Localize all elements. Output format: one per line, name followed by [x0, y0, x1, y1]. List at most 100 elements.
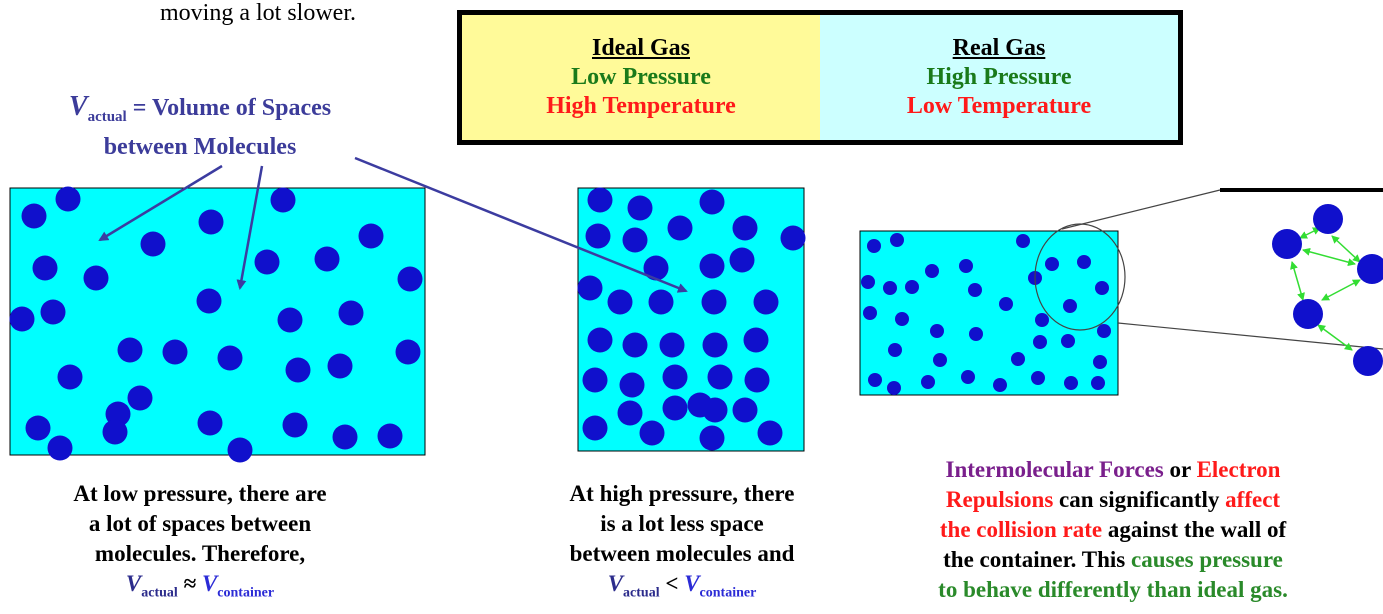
molecule — [780, 225, 806, 251]
molecule — [1011, 352, 1025, 366]
molecule — [1097, 324, 1111, 338]
molecule — [1093, 355, 1107, 369]
molecule — [757, 420, 783, 446]
force-arrows — [1290, 227, 1361, 351]
molecule — [1091, 376, 1105, 390]
molecule — [868, 373, 882, 387]
force-arrow — [1321, 279, 1361, 301]
molecule — [1077, 255, 1091, 269]
molecule — [648, 289, 674, 315]
molecule — [1313, 204, 1343, 234]
molecule — [619, 372, 645, 398]
ideal-gas-temperature: High Temperature — [546, 93, 736, 119]
molecule — [968, 283, 982, 297]
molecule — [888, 343, 902, 357]
molecule — [887, 381, 901, 395]
molecule — [21, 203, 47, 229]
molecule — [40, 299, 66, 325]
molecule — [1064, 376, 1078, 390]
real-gas-column: Real Gas High Pressure Low Temperature — [820, 15, 1178, 140]
molecule — [585, 223, 611, 249]
molecule — [959, 259, 973, 273]
molecule — [861, 275, 875, 289]
molecule — [9, 306, 35, 332]
real-gas-pressure: High Pressure — [926, 64, 1072, 90]
ideal-gas-title: Ideal Gas — [591, 35, 690, 61]
caption-real-gas: Intermolecular Forces or Electron Repuls… — [938, 457, 1288, 602]
molecule — [587, 327, 613, 353]
gas-comparison-table: Ideal Gas Low Pressure High Temperature … — [457, 10, 1183, 145]
molecule — [127, 385, 153, 411]
molecule — [707, 364, 733, 390]
vactual-label-line1: Vactual = Volume of Spaces — [68, 91, 332, 125]
molecule — [32, 255, 58, 281]
caption-low-pressure: At low pressure, there are a lot of spac… — [0, 479, 400, 609]
top-text: moving a lot slower. — [160, 0, 356, 26]
molecule — [227, 437, 253, 463]
molecule — [197, 410, 223, 436]
molecule — [577, 275, 603, 301]
molecule — [277, 307, 303, 333]
molecule — [377, 423, 403, 449]
molecule — [1063, 299, 1077, 313]
molecule — [933, 353, 947, 367]
molecule — [890, 233, 904, 247]
force-arrow — [1299, 227, 1321, 239]
molecule — [729, 247, 755, 273]
molecule — [702, 332, 728, 358]
molecule — [1357, 254, 1383, 284]
molecule — [662, 395, 688, 421]
zoom-line-top — [1061, 189, 1221, 230]
molecule — [627, 195, 653, 221]
molecule — [622, 332, 648, 358]
molecule — [622, 227, 648, 253]
molecule — [47, 435, 73, 461]
molecule — [905, 280, 919, 294]
molecule — [1033, 335, 1047, 349]
molecule — [1293, 299, 1323, 329]
molecule — [699, 425, 725, 451]
force-arrow — [1331, 235, 1361, 263]
molecule — [732, 215, 758, 241]
molecule — [607, 289, 633, 315]
molecule — [338, 300, 364, 326]
molecule — [582, 415, 608, 441]
molecule — [921, 375, 935, 389]
force-arrow — [1317, 324, 1353, 351]
molecule — [1095, 281, 1109, 295]
real-gas-molecules — [861, 233, 1111, 395]
caption-low-equation: Vactual ≈ Vcontainer — [125, 571, 275, 601]
molecule — [140, 231, 166, 257]
zoom-line-bottom — [1117, 322, 1383, 350]
molecule — [397, 266, 423, 292]
molecule — [1016, 234, 1030, 248]
molecule — [314, 246, 340, 272]
molecule — [587, 187, 613, 213]
molecule — [1353, 346, 1383, 376]
molecule — [744, 367, 770, 393]
caption-high-equation: Vactual < Vcontainer — [607, 571, 757, 601]
molecule — [863, 306, 877, 320]
molecule — [102, 419, 128, 445]
high-pressure-molecules — [577, 187, 806, 451]
vactual-arrow-right — [354, 156, 688, 293]
molecule — [617, 400, 643, 426]
real-gas-temperature: Low Temperature — [906, 93, 1092, 119]
molecule — [699, 189, 725, 215]
caption-high-pressure: At high pressure, there is a lot less sp… — [532, 479, 832, 609]
molecule — [83, 265, 109, 291]
molecule — [699, 253, 725, 279]
molecule — [743, 327, 769, 353]
molecule — [270, 187, 296, 213]
molecule — [667, 215, 693, 241]
molecule — [639, 420, 665, 446]
molecule — [662, 364, 688, 390]
molecule — [961, 370, 975, 384]
real-gas-title: Real Gas — [952, 35, 1046, 61]
molecule — [285, 357, 311, 383]
molecule — [582, 367, 608, 393]
molecule — [282, 412, 308, 438]
ideal-gas-pressure: Low Pressure — [571, 64, 711, 90]
